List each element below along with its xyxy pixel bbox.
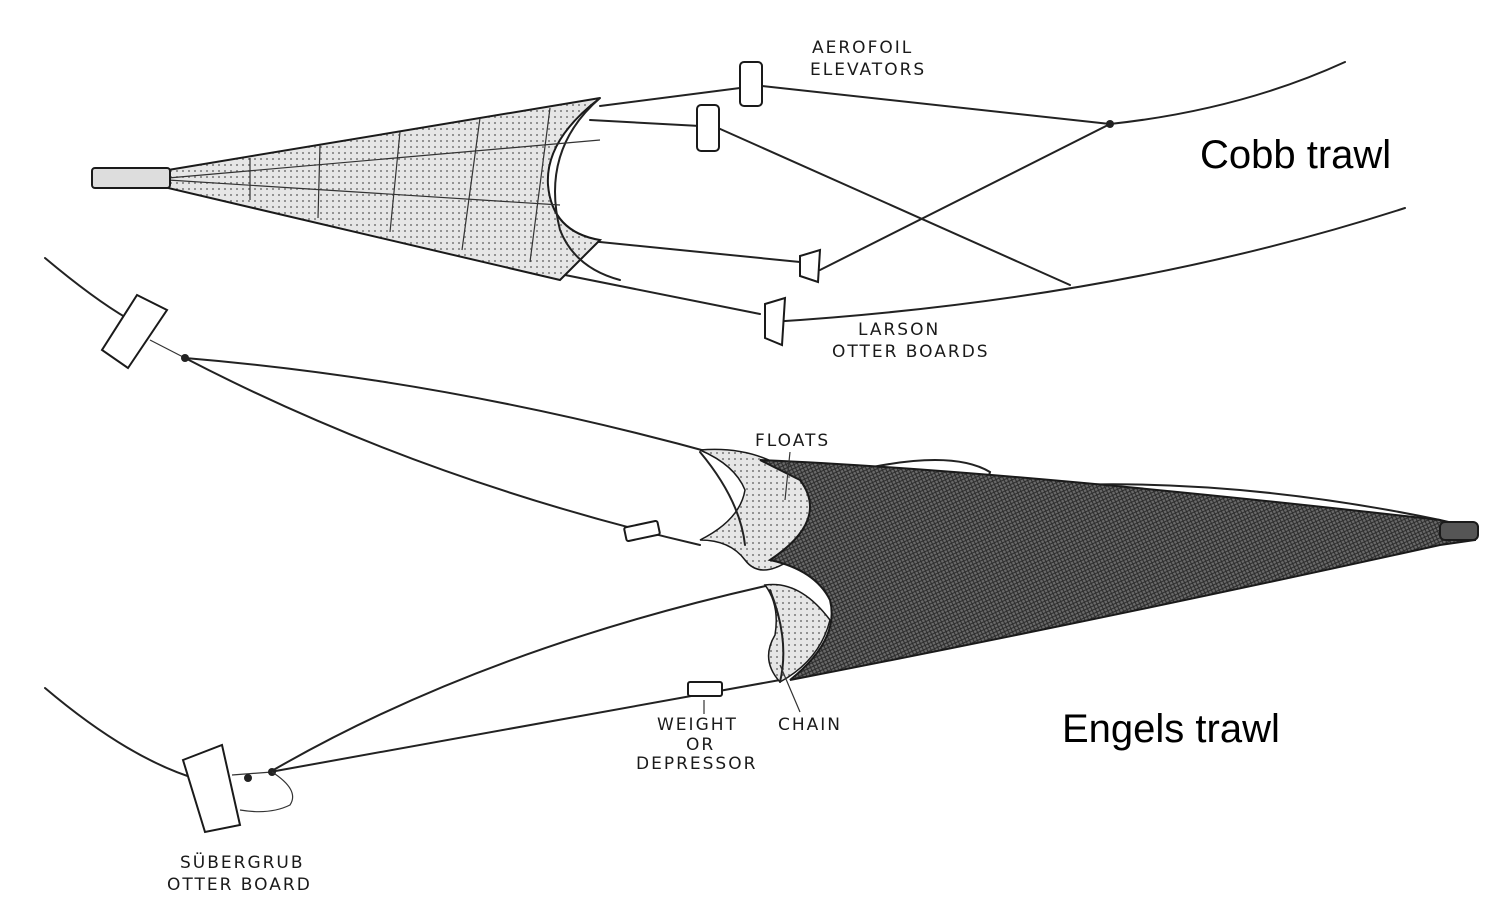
cobb-bridle-3 xyxy=(820,124,1110,270)
engels-trawl-title: Engels trawl xyxy=(1062,707,1280,751)
cobb-headline xyxy=(600,88,740,106)
aerofoil-elevator-icon xyxy=(697,62,762,151)
engels-upper-bridle-2 xyxy=(185,358,700,545)
weight-depressor-icon xyxy=(688,682,722,696)
cobb-net xyxy=(168,98,600,280)
engels-codend xyxy=(1440,522,1478,540)
subergrub-otter-board-icon xyxy=(183,745,293,832)
label-subergrub: SÜBERGRUB xyxy=(180,851,305,873)
cobb-groundline-2 xyxy=(540,270,760,314)
engels-net xyxy=(760,460,1475,680)
engels-trawl: FLOATS WEIGHT OR DEPRESSOR CHAIN Engels … xyxy=(45,258,1478,895)
engels-warp-upper xyxy=(45,258,130,320)
label-weight: WEIGHT xyxy=(657,715,738,735)
label-otter-board: OTTER BOARD xyxy=(167,875,312,895)
label-aerofoil: AEROFOIL xyxy=(812,38,913,58)
label-chain: CHAIN xyxy=(778,715,842,735)
cobb-bridle-1 xyxy=(762,86,1110,124)
larson-otter-board-icon xyxy=(765,250,820,345)
engels-upper-weight-icon xyxy=(624,521,660,542)
cobb-trawl: AEROFOIL ELEVATORS Cobb trawl LARSON OTT… xyxy=(92,38,1405,362)
label-otter-boards: OTTER BOARDS xyxy=(832,342,990,362)
label-elevators: ELEVATORS xyxy=(810,60,926,80)
cobb-codend xyxy=(92,168,170,188)
label-floats: FLOATS xyxy=(755,431,830,451)
cobb-trawl-title: Cobb trawl xyxy=(1200,133,1391,177)
engels-upper-bridle xyxy=(185,358,720,455)
cobb-warp-upper xyxy=(1110,62,1345,124)
label-larson: LARSON xyxy=(858,320,940,340)
cobb-bridle-2 xyxy=(718,128,1070,285)
label-or: OR xyxy=(686,735,715,755)
label-depressor: DEPRESSOR xyxy=(636,754,757,774)
upper-otter-board-icon xyxy=(102,295,189,368)
cobb-warp-lower xyxy=(770,208,1405,322)
engels-warp-lower xyxy=(45,688,200,780)
cobb-headline-2 xyxy=(590,120,700,126)
